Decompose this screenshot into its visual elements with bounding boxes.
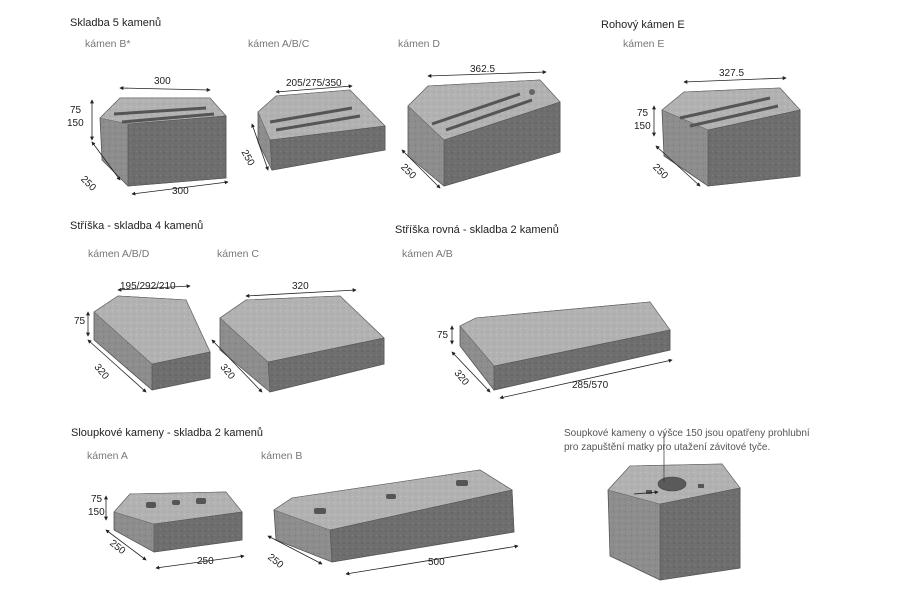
dim-ab-length: 285/570 <box>572 380 609 391</box>
dim-a-h75: 75 <box>91 494 103 505</box>
stone-striska-abd <box>93 295 211 391</box>
dim-abd-width: 195/292/210 <box>120 281 176 292</box>
stone-label-abd: kámen A/B/D <box>88 248 150 260</box>
note-line-2: pro zapuštění matky pro utažení závitové… <box>564 442 771 453</box>
stone-label-b: kámen B <box>261 450 303 462</box>
stone-abc <box>257 89 386 171</box>
section-title-skladba5: Skladba 5 kamenů <box>70 17 162 29</box>
stone-striska-c <box>219 295 385 393</box>
stone-label-a: kámen A <box>87 450 128 462</box>
dim-abd-height: 75 <box>74 316 86 327</box>
dim-e-h75: 75 <box>637 108 649 119</box>
stone-label-e: kámen E <box>623 38 665 50</box>
stone-b-star <box>99 97 227 187</box>
dim-e-width: 327.5 <box>719 68 745 79</box>
stone-striska-rovna <box>459 301 671 391</box>
stone-sloupkovy-a <box>113 491 243 553</box>
dim-abc-width: 205/275/350 <box>286 78 342 89</box>
section-title-striska4: Stříška - skladba 4 kamenů <box>70 220 204 232</box>
stone-d <box>407 79 561 187</box>
section-title-rohovy: Rohový kámen E <box>601 19 685 31</box>
section-title-sloupkove: Sloupkové kameny - skladba 2 kamenů <box>71 427 263 439</box>
dim-b-star-length: 300 <box>172 186 189 197</box>
stone-recess-detail <box>607 432 741 581</box>
stone-label-ab: kámen A/B <box>402 248 453 260</box>
dim-ab-height: 75 <box>437 330 449 341</box>
note-line-1: Soupkové kameny o výšce 150 jsou opatřen… <box>564 428 810 439</box>
dim-d-width: 362.5 <box>470 64 496 75</box>
dim-a-h150: 150 <box>88 507 105 518</box>
section-title-striska-rovna: Stříška rovná - skladba 2 kamenů <box>395 224 559 236</box>
stone-sloupkovy-b <box>273 469 515 563</box>
stone-label-b-star: kámen B* <box>85 38 131 50</box>
dim-b-length: 500 <box>428 557 445 568</box>
stone-e <box>661 87 801 187</box>
dim-b-star-width: 300 <box>154 76 171 87</box>
stone-label-abc: kámen A/B/C <box>248 38 310 50</box>
dim-a-length: 250 <box>197 556 214 567</box>
dim-c-width: 320 <box>292 281 309 292</box>
stone-label-c: kámen C <box>217 248 260 260</box>
dim-b-star-h75: 75 <box>70 105 82 116</box>
stone-label-d: kámen D <box>398 38 441 50</box>
dim-b-star-h150: 150 <box>67 118 84 129</box>
dim-e-h150: 150 <box>634 121 651 132</box>
